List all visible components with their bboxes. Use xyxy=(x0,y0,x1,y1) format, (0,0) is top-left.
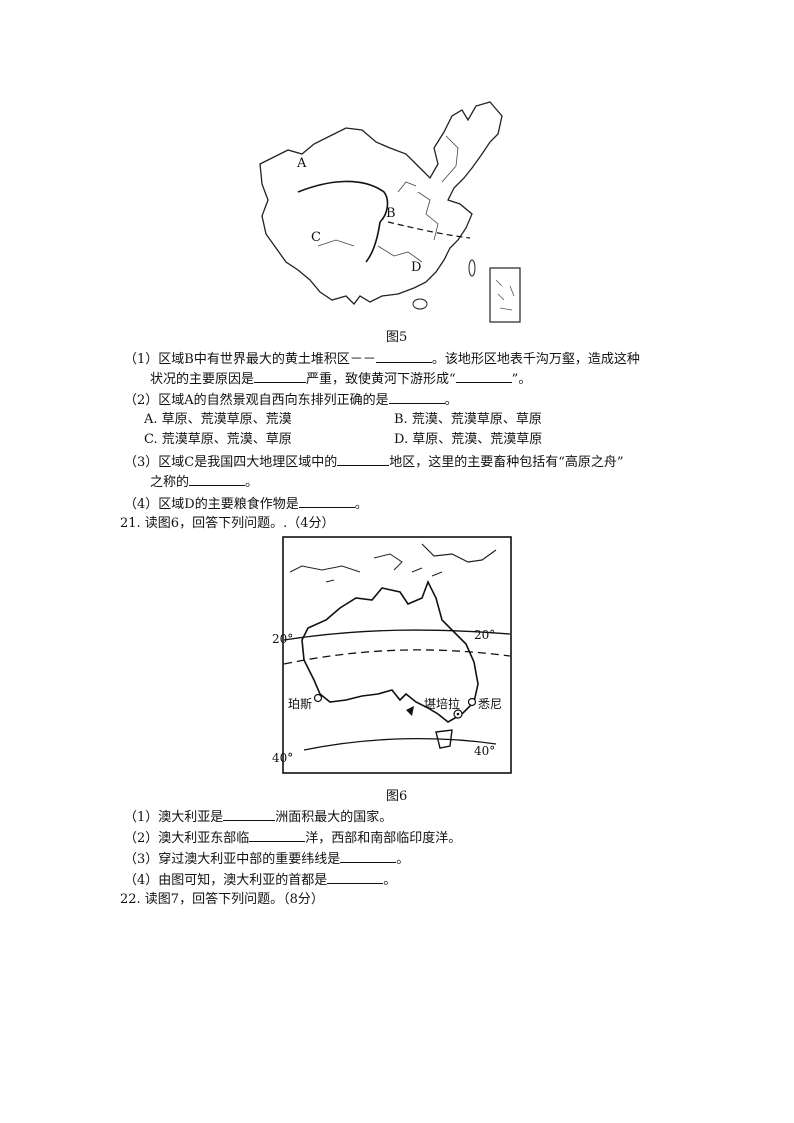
q20-part4: （4）区域D的主要粮食作物是。 xyxy=(124,493,368,515)
q21-part1: （1）澳大利亚是洲面积最大的国家。 xyxy=(124,806,392,828)
q21-part3: （3）穿过澳大利亚中部的重要纬线是。 xyxy=(124,848,409,870)
region-label-c: C xyxy=(311,230,321,245)
figure-5-china-map xyxy=(259,101,521,323)
q20-part3-line2: 之称的。 xyxy=(150,471,258,493)
lat-40-right-label: 40° xyxy=(474,744,496,758)
region-label-a: A xyxy=(297,156,307,171)
q21-title: 21. 读图6，回答下列问题。.（4分） xyxy=(120,516,335,531)
lat-20-right-label: 20° xyxy=(474,628,496,642)
q20-option-b: B. 荒漠、荒漠草原、草原 xyxy=(394,412,542,427)
q20-part3-line1: （3）区域C是我国四大地理区域中的地区，这里的主要畜种包括有“高原之舟” xyxy=(124,451,624,473)
figure-6-caption: 图6 xyxy=(386,789,408,804)
q20-option-a: A. 草原、荒漠草原、荒漠 xyxy=(144,412,292,427)
q20-part1-line1: （1）区域B中有世界最大的黄土堆积区－－。该地形区地表千沟万壑，造成这种 xyxy=(124,348,640,370)
lat-20-left-label: 20° xyxy=(272,632,294,646)
region-label-d: D xyxy=(411,260,422,275)
lat-40-left-label: 40° xyxy=(272,751,294,765)
q20-option-d: D. 草原、荒漠、荒漠草原 xyxy=(394,432,543,447)
q20-part2: （2）区域A的自然景观自西向东排列正确的是。 xyxy=(124,389,458,411)
q22-title: 22. 读图7，回答下列问题。（8分） xyxy=(120,892,324,907)
figure-6-australia-map xyxy=(282,536,512,774)
q20-option-c: C. 荒漠草原、荒漠、草原 xyxy=(144,432,292,447)
city-label-perth: 珀斯 xyxy=(288,697,313,711)
city-label-sydney: 悉尼 xyxy=(478,697,503,711)
city-label-canberra: 堪培拉 xyxy=(424,697,461,711)
q21-part4: （4）由图可知，澳大利亚的首都是。 xyxy=(124,869,396,891)
q20-part1-line2: 状况的主要原因是严重，致使黄河下游形成“”。 xyxy=(150,368,531,390)
region-label-b: B xyxy=(386,206,396,221)
figure-5-caption: 图5 xyxy=(386,330,408,345)
q21-part2: （2）澳大利亚东部临洋，西部和南部临印度洋。 xyxy=(124,827,461,849)
